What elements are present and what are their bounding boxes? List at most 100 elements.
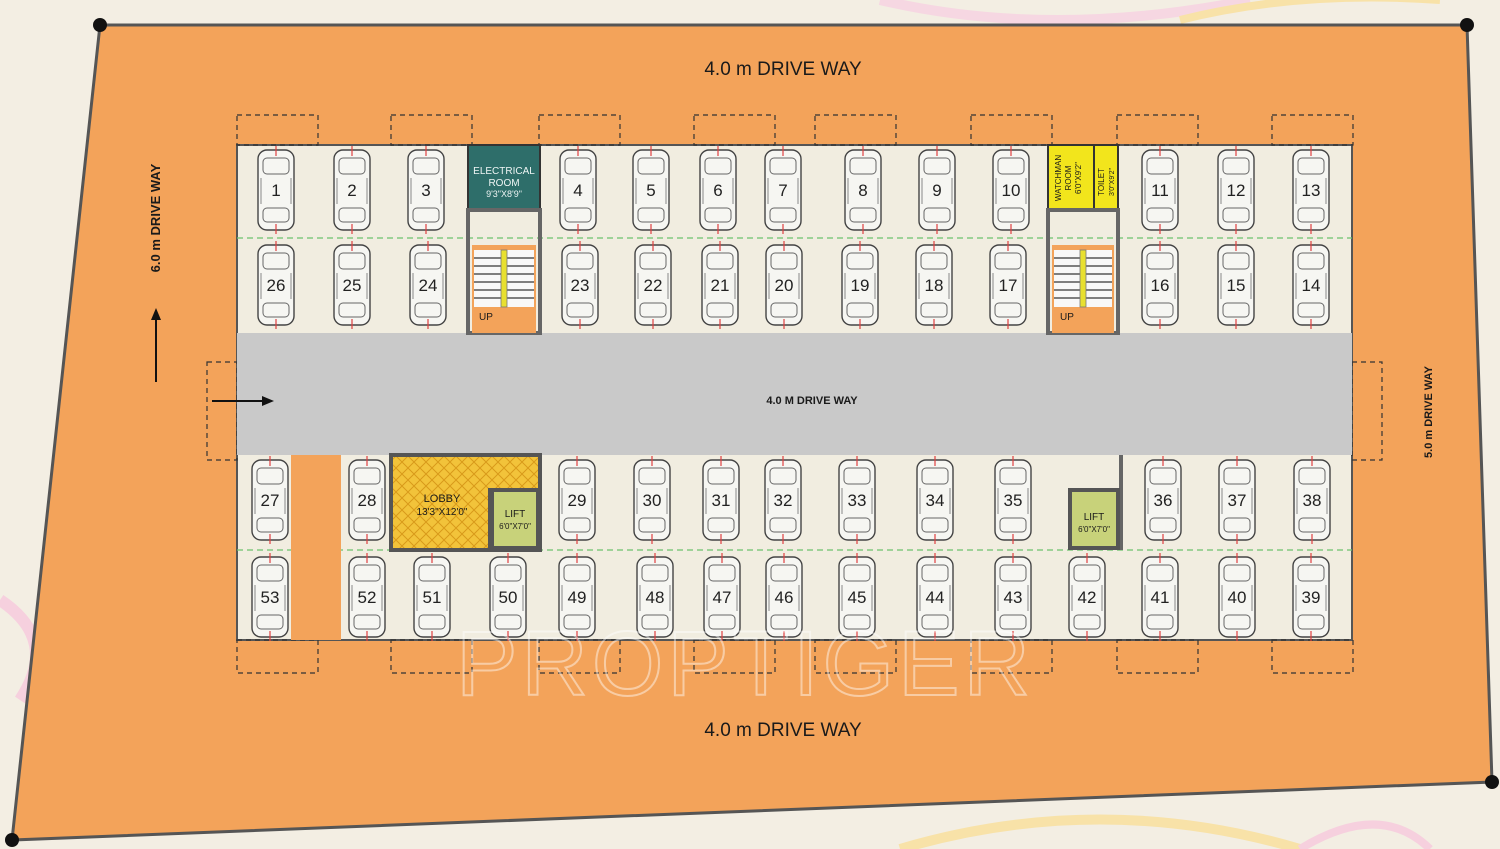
parking-bay-14: 14 (1292, 241, 1330, 329)
parking-bay-number: 22 (644, 276, 663, 295)
parking-bay-31: 31 (702, 456, 740, 544)
parking-bay-24: 24 (409, 241, 447, 329)
parking-bay-number: 11 (1151, 181, 1169, 200)
parking-bay-21: 21 (701, 241, 739, 329)
staircase-2: UP (1046, 208, 1120, 335)
svg-text:6'0"X9'2": 6'0"X9'2" (1074, 162, 1083, 194)
parking-bay-number: 48 (646, 588, 665, 607)
staircase-1: UP (466, 208, 542, 335)
parking-bay-number: 14 (1302, 276, 1321, 295)
parking-bay-number: 34 (926, 491, 945, 510)
lift-2: LIFT 6'0"X7'0" (1068, 455, 1123, 550)
parking-bay-number: 4 (573, 181, 582, 200)
parking-bay-10: 10 (992, 146, 1030, 234)
parking-bay-12: 12 (1217, 146, 1255, 234)
parking-bay-number: 51 (423, 588, 442, 607)
parking-bay-number: 49 (568, 588, 587, 607)
parking-bay-23: 23 (561, 241, 599, 329)
parking-bay-15: 15 (1217, 241, 1255, 329)
parking-bay-53: 53 (251, 553, 289, 641)
parking-bay-number: 25 (343, 276, 362, 295)
ramp-strip (291, 455, 341, 640)
parking-bay-11: 11 (1141, 146, 1179, 234)
parking-bay-37: 37 (1218, 456, 1256, 544)
parking-bay-number: 8 (858, 181, 867, 200)
parking-bay-number: 26 (267, 276, 286, 295)
parking-bay-number: 6 (713, 181, 722, 200)
parking-bay-17: 17 (989, 241, 1027, 329)
svg-text:UP: UP (1060, 312, 1074, 323)
parking-bay-13: 13 (1292, 146, 1330, 234)
svg-text:TOILET: TOILET (1097, 168, 1106, 196)
central-driveway-label: 4.0 M DRIVE WAY (766, 395, 858, 407)
parking-bay-40: 40 (1218, 553, 1256, 641)
parking-bay-number: 30 (643, 491, 662, 510)
parking-bay-number: 1 (271, 181, 280, 200)
parking-bay-38: 38 (1293, 456, 1331, 544)
parking-bay-2: 2 (333, 146, 371, 234)
parking-bay-44: 44 (916, 553, 954, 641)
dashed-ramp-outlines (206, 114, 1383, 674)
lift-1: LIFT 6'0"X7'0" (490, 488, 540, 550)
watermark: PROPTIGER (456, 613, 1034, 715)
parking-bay-number: 23 (571, 276, 590, 295)
parking-bay-6: 6 (699, 146, 737, 234)
svg-text:6'0"X7'0": 6'0"X7'0" (1078, 525, 1110, 534)
parking-bay-number: 28 (358, 491, 377, 510)
parking-bay-number: 24 (419, 276, 438, 295)
parking-bay-30: 30 (633, 456, 671, 544)
parking-bay-number: 16 (1151, 276, 1170, 295)
parking-bay-26: 26 (257, 241, 295, 329)
parking-bay-50: 50 (489, 553, 527, 641)
parking-bay-number: 17 (999, 276, 1018, 295)
parking-bay-19: 19 (841, 241, 879, 329)
parking-bay-number: 7 (778, 181, 787, 200)
parking-bay-number: 15 (1227, 276, 1246, 295)
parking-bay-number: 36 (1154, 491, 1173, 510)
svg-text:LIFT: LIFT (1084, 512, 1105, 523)
parking-bay-43: 43 (994, 553, 1032, 641)
parking-bay-29: 29 (558, 456, 596, 544)
parking-bay-22: 22 (634, 241, 672, 329)
central-driveway (237, 333, 1352, 455)
parking-bay-25: 25 (333, 241, 371, 329)
parking-bay-number: 45 (848, 588, 867, 607)
parking-bay-number: 52 (358, 588, 377, 607)
parking-bay-1: 1 (257, 146, 295, 234)
parking-bay-number: 31 (712, 491, 731, 510)
parking-bay-34: 34 (916, 456, 954, 544)
parking-bay-number: 44 (926, 588, 945, 607)
electrical-room: ELECTRICAL ROOM 9'3"X8'9" (467, 144, 541, 211)
parking-bay-number: 32 (774, 491, 793, 510)
right-driveway-label: 5.0 m DRIVE WAY (1423, 365, 1435, 458)
parking-bay-45: 45 (838, 553, 876, 641)
parking-bay-number: 50 (499, 588, 518, 607)
parking-bay-number: 37 (1228, 491, 1247, 510)
entry-arrow-up-icon (151, 308, 161, 382)
parking-bay-number: 35 (1004, 491, 1023, 510)
parking-bay-32: 32 (764, 456, 802, 544)
parking-bay-51: 51 (413, 553, 451, 641)
svg-text:13'3"X12'0": 13'3"X12'0" (417, 507, 468, 518)
svg-text:LOBBY: LOBBY (424, 493, 461, 505)
parking-bay-number: 39 (1302, 588, 1321, 607)
parking-bay-number: 46 (775, 588, 794, 607)
parking-bay-49: 49 (558, 553, 596, 641)
parking-bay-52: 52 (348, 553, 386, 641)
parking-bay-number: 19 (851, 276, 870, 295)
parking-bay-20: 20 (765, 241, 803, 329)
parking-bay-7: 7 (764, 146, 802, 234)
parking-bay-35: 35 (994, 456, 1032, 544)
parking-bay-number: 10 (1002, 181, 1021, 200)
left-driveway-label: 6.0 m DRIVE WAY (148, 163, 163, 272)
watchman-room: WATCHMAN ROOM 6'0"X9'2" (1047, 144, 1095, 211)
parking-bay-number: 42 (1078, 588, 1097, 607)
parking-bay-number: 40 (1228, 588, 1247, 607)
svg-text:6'0"X7'0": 6'0"X7'0" (499, 522, 531, 531)
parking-bay-number: 13 (1302, 181, 1321, 200)
svg-text:9'3"X8'9": 9'3"X8'9" (486, 189, 522, 199)
parking-bay-33: 33 (838, 456, 876, 544)
parking-bay-4: 4 (559, 146, 597, 234)
svg-text:ELECTRICAL: ELECTRICAL (473, 166, 535, 177)
parking-bay-number: 5 (646, 181, 655, 200)
